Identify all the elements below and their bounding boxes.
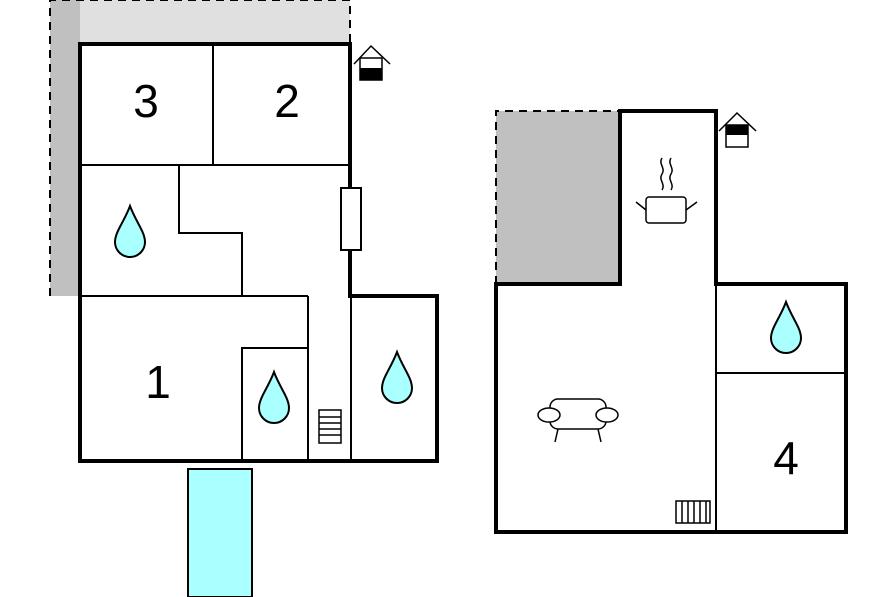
upper-floor: 4 (494, 109, 848, 534)
terrace-top (80, 0, 350, 44)
ground-floor-outline (78, 42, 439, 463)
radiator-icon (675, 500, 711, 524)
terrace-right (496, 111, 620, 284)
sofa-icon (537, 398, 619, 443)
wall (178, 165, 243, 296)
pool (187, 468, 253, 597)
wall (241, 347, 308, 461)
terrace-left (50, 0, 80, 296)
bathroom-drop-icon (380, 349, 414, 404)
bathroom-drop-icon (257, 369, 291, 424)
kitchen-pot-icon (635, 157, 698, 224)
room-label-2: 2 (274, 75, 300, 127)
entrance-house-icon (718, 111, 757, 148)
entrance-house-icon (353, 44, 391, 81)
bathroom-drop-icon (113, 203, 147, 258)
radiator-icon (318, 409, 342, 444)
terrace-right-outline (495, 110, 620, 284)
upper-floor-outline (494, 109, 848, 534)
ground-floor: 3 2 1 (49, 0, 439, 597)
terrace-outline (49, 0, 351, 296)
bathroom-drop-icon (769, 299, 803, 354)
window-marker (340, 187, 362, 251)
room-label-4: 4 (773, 432, 799, 484)
room-label-1: 1 (145, 356, 171, 408)
room-label-3: 3 (133, 75, 159, 127)
